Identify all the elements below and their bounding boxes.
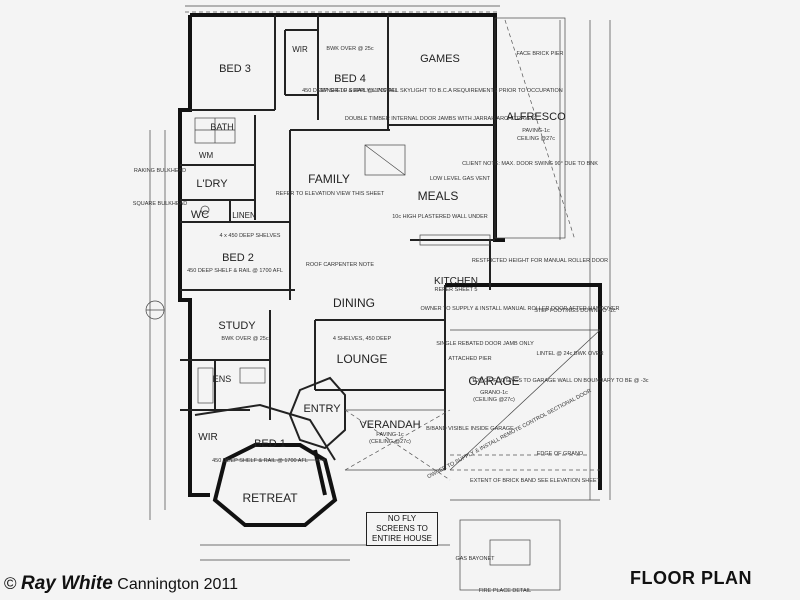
fly-screens-text: NO FLY SCREENS TO ENTIRE HOUSE bbox=[371, 514, 432, 543]
note-bed4-shelf: 450 DEEP SHELF & RAIL @ 1700 AFL bbox=[302, 88, 398, 94]
entry-octagon bbox=[288, 376, 346, 450]
note-alfresco-ceiling: CEILING @27c bbox=[517, 136, 555, 142]
note-low-level-gas: LOW LEVEL GAS VENT bbox=[430, 176, 491, 182]
note-garage-ceiling: (CEILING @27c) bbox=[473, 397, 515, 403]
note-bed1-shelf: 450 DEEP SHELF & RAIL @ 1700 AFL bbox=[212, 458, 308, 464]
room-retreat: RETREAT bbox=[242, 491, 298, 505]
note-lounge-shelves: 4 SHELVES, 450 DEEP bbox=[333, 336, 392, 342]
room-bed1: BED 1 bbox=[254, 438, 286, 450]
room-kitchen: KITCHEN bbox=[434, 276, 478, 287]
note-face-pier: FACE BRICK PIER bbox=[516, 51, 563, 57]
note-bed2-shelves: 4 x 450 DEEP SHELVES bbox=[220, 233, 281, 239]
note-square-bulkhead: SQUARE BULKHEAD bbox=[133, 201, 187, 207]
room-verandah: VERANDAH bbox=[359, 419, 420, 431]
copyright-symbol: © bbox=[4, 574, 17, 593]
note-alfresco-paving: PAVING-1c bbox=[522, 128, 550, 134]
room-labels: BED 3 WIR BED 4 GAMES ALFRESCO BATH WM L… bbox=[191, 45, 566, 505]
room-wir-bottom: WIR bbox=[198, 432, 217, 443]
note-restricted-height: RESTRICTED HEIGHT FOR MANUAL ROLLER DOOR bbox=[472, 258, 608, 264]
fireplace-detail bbox=[459, 519, 561, 591]
room-bed3: BED 3 bbox=[219, 63, 251, 75]
note-games-owner: OWNER TO SUPPLY & INSTALL SKYLIGHT TO B.… bbox=[317, 88, 563, 94]
room-garage: GARAGE bbox=[468, 374, 519, 388]
plan-title: FLOOR PLAN bbox=[630, 568, 752, 588]
brand-name: Ray White bbox=[20, 573, 113, 594]
interior-walls bbox=[180, 15, 495, 420]
note-double-timber: DOUBLE TIMBER INTERNAL DOOR JAMBS WITH J… bbox=[345, 116, 536, 122]
note-bed3-bwk: BWK OVER @ 25c bbox=[326, 46, 373, 52]
note-raking-bulkhead: RAKING BULKHEAD bbox=[134, 168, 186, 174]
note-garage-grano: GRANO-1c bbox=[480, 390, 508, 396]
note-edge-grano: EDGE OF GRANO bbox=[537, 451, 584, 457]
note-fire-place: FIRE PLACE DETAIL bbox=[479, 588, 531, 594]
fly-screens-note: NO FLY SCREENS TO ENTIRE HOUSE bbox=[366, 512, 438, 546]
room-bed4: BED 4 bbox=[334, 73, 366, 85]
note-brick-band: EXTENT OF BRICK BAND SEE ELEVATION SHEET bbox=[470, 478, 601, 484]
dimension-lines bbox=[149, 5, 611, 561]
room-study: STUDY bbox=[218, 320, 256, 332]
room-dining: DINING bbox=[333, 296, 375, 310]
room-wir-top: WIR bbox=[292, 45, 308, 54]
note-verandah-ceiling: (CEILING @27c) bbox=[369, 439, 411, 445]
grid-marker bbox=[145, 300, 165, 320]
note-meals-wall: 10c HIGH PLASTERED WALL UNDER bbox=[392, 214, 488, 220]
note-step-down: STEP FOOTINGS DOWN TO -1c bbox=[534, 308, 616, 314]
room-games: GAMES bbox=[420, 53, 460, 65]
room-ldry: L'DRY bbox=[196, 178, 228, 190]
note-owner-roller: OWNER TO SUPPLY & INSTALL MANUAL ROLLER … bbox=[421, 306, 620, 312]
note-kitchen-sub: REFER SHEET 5 bbox=[435, 287, 478, 293]
note-single-rebated: SINGLE REBATED DOOR JAMB ONLY bbox=[436, 341, 534, 347]
room-alfresco: ALFRESCO bbox=[506, 111, 566, 123]
room-lounge: LOUNGE bbox=[337, 352, 388, 366]
note-refer-elevation: REFER TO ELEVATION VIEW THIS SHEET bbox=[276, 191, 385, 197]
room-wc: WC bbox=[191, 209, 209, 221]
room-wm: WM bbox=[199, 151, 214, 160]
note-bed2-shelf: 450 DEEP SHELF & RAIL @ 1700 AFL bbox=[187, 268, 283, 274]
retreat-octagon bbox=[194, 403, 338, 527]
note-lintel: LINTEL @ 24c BWK OVER bbox=[536, 351, 603, 357]
note-verandah-paving: PAVING-1c bbox=[376, 432, 404, 438]
verandah-outline bbox=[344, 409, 451, 481]
room-ens: ENS bbox=[213, 374, 232, 384]
note-roof-carpenter: ROOF CARPENTER NOTE bbox=[306, 262, 374, 268]
room-bed2: BED 2 bbox=[222, 252, 254, 264]
room-meals: MEALS bbox=[418, 189, 459, 203]
footer-credit: © Ray White Cannington 2011 bbox=[4, 573, 238, 595]
bath-fixtures bbox=[194, 117, 266, 404]
note-client: CLIENT NOTE: MAX. DOOR SWING 90° DUE TO … bbox=[462, 161, 598, 167]
room-family: FAMILY bbox=[308, 172, 350, 186]
note-bband-visible: B/BAND VISIBLE INSIDE GARAGE bbox=[426, 426, 514, 432]
note-garage-footings: TOP OF FOOTINGS TO GARAGE WALL ON BOUNDA… bbox=[471, 378, 648, 384]
room-bath: BATH bbox=[210, 122, 233, 132]
note-study-bwk: BWK OVER @ 25c bbox=[221, 336, 268, 342]
alfresco-outline bbox=[494, 17, 576, 241]
brand-location: Cannington 2011 bbox=[117, 576, 238, 593]
room-entry: ENTRY bbox=[303, 403, 341, 415]
note-attached-pier: ATTACHED PIER bbox=[448, 356, 491, 362]
room-linen: LINEN bbox=[232, 211, 256, 220]
note-gas-bayonet: GAS BAYONET bbox=[455, 556, 495, 562]
